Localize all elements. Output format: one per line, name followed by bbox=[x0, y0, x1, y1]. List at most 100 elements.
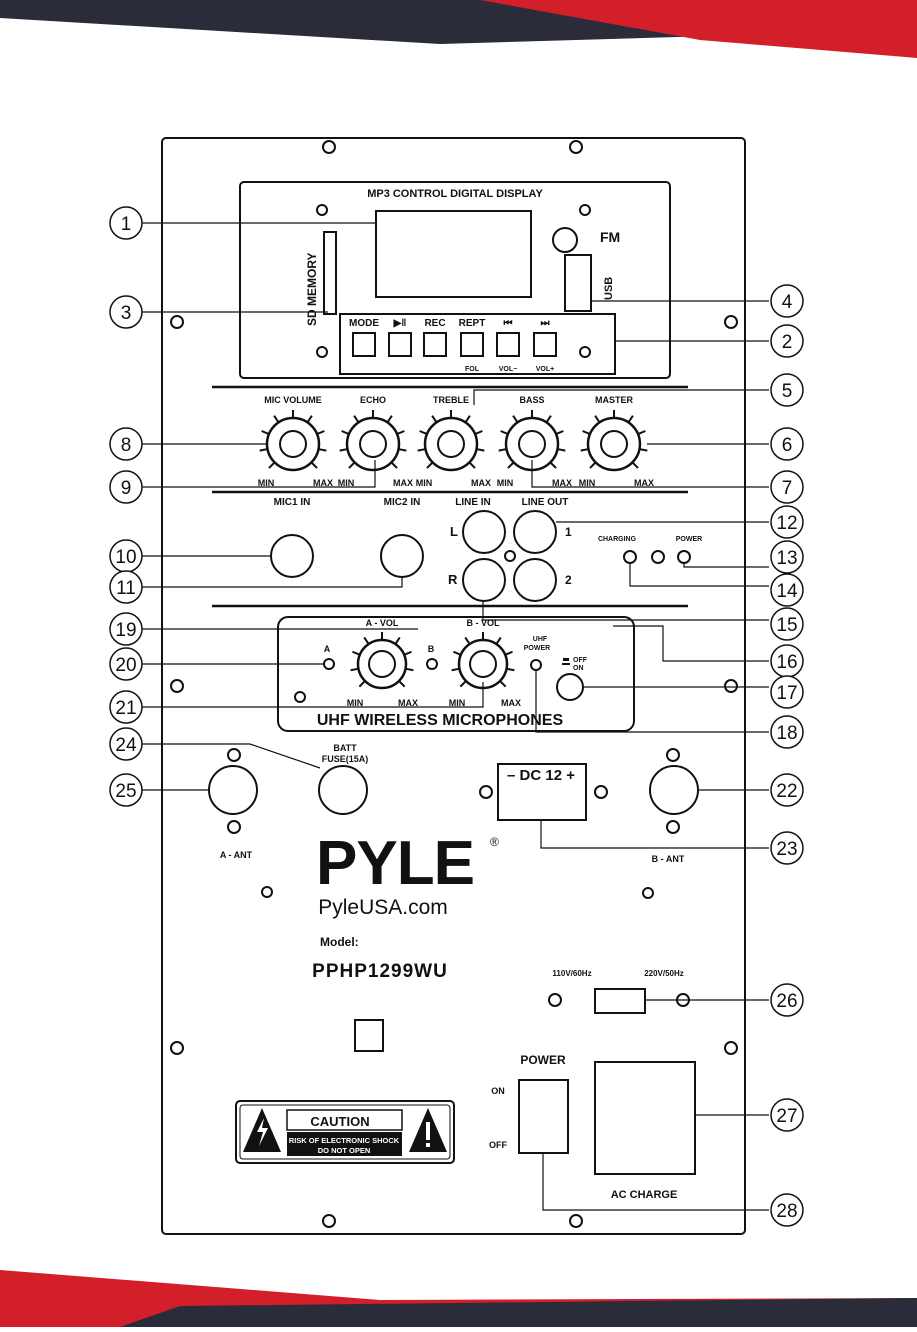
fm-label: FM bbox=[600, 229, 620, 245]
top-band bbox=[0, 0, 917, 58]
uhf-module: A - VOL B - VOL A B MIN MAX MIN MAX UHF … bbox=[277, 616, 635, 732]
knob-label: TREBLE bbox=[433, 395, 469, 405]
usb-port[interactable] bbox=[564, 254, 592, 312]
mp3-button-label: REC bbox=[424, 318, 445, 329]
caution-line1: RISK OF ELECTRONIC SHOCK bbox=[289, 1136, 400, 1145]
dc12-input[interactable] bbox=[497, 763, 587, 821]
mic1-jack[interactable] bbox=[270, 534, 314, 578]
knob-max-label: MAX bbox=[552, 478, 572, 488]
callout-number: 21 bbox=[115, 698, 136, 719]
callout-number: 11 bbox=[116, 578, 136, 599]
input-section: MIC1 IN MIC2 IN LINE IN LINE OUT L R 1 2… bbox=[270, 497, 702, 602]
knob-max-label: MAX bbox=[634, 478, 654, 488]
charging-led bbox=[623, 550, 637, 564]
callout-number: 10 bbox=[115, 547, 136, 568]
dividers bbox=[212, 385, 688, 608]
out1-label: 1 bbox=[565, 525, 572, 539]
callout-9: 9 bbox=[109, 470, 143, 504]
callout-18: 18 bbox=[770, 715, 804, 749]
rotary-knob[interactable] bbox=[350, 632, 414, 690]
b-antenna-jack[interactable] bbox=[649, 765, 699, 815]
rotary-knob[interactable] bbox=[259, 410, 327, 472]
line-in-left-jack[interactable] bbox=[462, 510, 506, 554]
callout-number: 5 bbox=[782, 381, 793, 402]
panel-outline bbox=[161, 137, 746, 1235]
line-in-label: LINE IN bbox=[455, 497, 491, 508]
mp3-title: MP3 CONTROL DIGITAL DISPLAY bbox=[367, 188, 543, 200]
a-antenna-jack[interactable] bbox=[208, 765, 258, 815]
button-panel bbox=[339, 313, 616, 375]
uhf-power-switch[interactable] bbox=[556, 673, 584, 701]
callout-number: 16 bbox=[776, 652, 797, 673]
callout-number: 4 bbox=[782, 292, 793, 313]
callout-15: 15 bbox=[770, 607, 804, 641]
a-ant-label: A - ANT bbox=[220, 850, 253, 860]
mp3-button[interactable] bbox=[352, 332, 376, 357]
knob-max-label: MAX bbox=[471, 478, 491, 488]
v220-label: 220V/50Hz bbox=[644, 969, 684, 978]
knob-max-label: MAX bbox=[393, 478, 413, 488]
mp3-button-sublabel: VOL− bbox=[499, 366, 517, 373]
mp3-button[interactable] bbox=[496, 332, 520, 357]
callout-10: 10 bbox=[109, 539, 143, 573]
uhf-power-label-2: POWER bbox=[524, 645, 550, 652]
usb-label: USB bbox=[603, 277, 615, 300]
mp3-button[interactable] bbox=[460, 332, 484, 357]
sd-slot[interactable] bbox=[323, 231, 337, 315]
voltage-selector[interactable] bbox=[594, 988, 646, 1014]
mp3-button-label: ⏭ bbox=[541, 318, 550, 329]
line-out-2-jack[interactable] bbox=[513, 558, 557, 602]
batt-label: BATT bbox=[333, 743, 357, 753]
mounting-holes bbox=[170, 140, 738, 1228]
callout-19: 19 bbox=[109, 612, 143, 646]
dc-label: – DC 12 + bbox=[507, 767, 575, 784]
callout-13: 13 bbox=[770, 540, 804, 574]
power-led bbox=[677, 550, 691, 564]
mic2-jack[interactable] bbox=[380, 534, 424, 578]
callout-number: 19 bbox=[115, 620, 136, 641]
model-number: PPHP1299WU bbox=[312, 961, 448, 982]
knob-label: MASTER bbox=[595, 395, 634, 405]
mp3-module: MP3 CONTROL DIGITAL DISPLAY SD MEMORY FM… bbox=[239, 181, 671, 379]
ac-charge-input[interactable] bbox=[594, 1061, 696, 1175]
mp3-button[interactable] bbox=[533, 332, 557, 357]
rotary-knob[interactable] bbox=[580, 410, 648, 472]
callout-11: 11 bbox=[109, 570, 143, 604]
mp3-button[interactable] bbox=[423, 332, 447, 357]
callout-28: 28 bbox=[770, 1193, 804, 1227]
a-min-label: MIN bbox=[347, 698, 364, 708]
callout-1: 1 bbox=[109, 206, 143, 240]
line-in-right-jack[interactable] bbox=[462, 558, 506, 602]
rotary-knob[interactable] bbox=[417, 410, 485, 472]
fm-antenna-jack[interactable] bbox=[552, 227, 578, 253]
line-out-1-jack[interactable] bbox=[513, 510, 557, 554]
callout-4: 4 bbox=[770, 284, 804, 318]
mic1-label: MIC1 IN bbox=[274, 497, 311, 508]
callout-number: 20 bbox=[115, 655, 136, 676]
callout-number: 8 bbox=[121, 435, 132, 456]
mp3-button[interactable] bbox=[388, 332, 412, 357]
uhf-title: UHF WIRELESS MICROPHONES bbox=[317, 712, 564, 729]
callout-number: 14 bbox=[776, 581, 798, 602]
callout-2: 2 bbox=[770, 324, 804, 358]
bottom-band bbox=[0, 1270, 917, 1327]
callout-22: 22 bbox=[770, 773, 804, 807]
callout-14: 14 bbox=[770, 573, 804, 607]
uhf-power-label-1: UHF bbox=[533, 636, 548, 643]
rotary-knob[interactable] bbox=[451, 632, 515, 690]
rotary-knob[interactable] bbox=[339, 410, 407, 472]
callout-24: 24 bbox=[109, 727, 143, 761]
callout-number: 12 bbox=[776, 513, 797, 534]
ac-charge-label: AC CHARGE bbox=[611, 1189, 678, 1201]
knob-min-label: MIN bbox=[579, 478, 596, 488]
callout-17: 17 bbox=[770, 675, 804, 709]
battery-fuse[interactable] bbox=[318, 765, 368, 815]
rotary-knob[interactable] bbox=[498, 410, 566, 472]
main-power-switch[interactable] bbox=[518, 1079, 569, 1154]
power-off-label: OFF bbox=[489, 1140, 507, 1150]
power-on-label: ON bbox=[491, 1086, 505, 1096]
callout-number: 9 bbox=[121, 478, 132, 499]
